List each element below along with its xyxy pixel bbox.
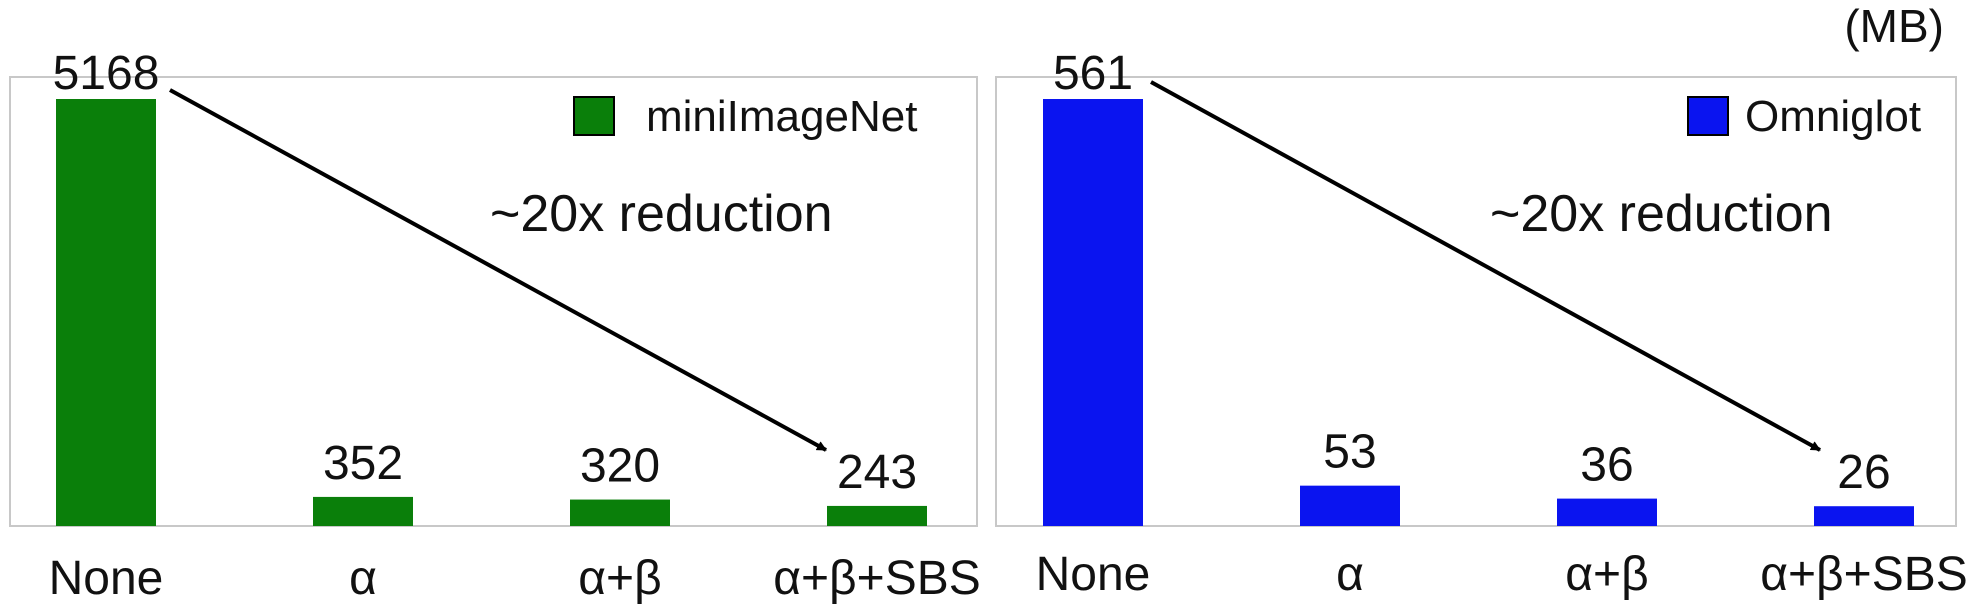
- value-label: 352: [323, 437, 403, 490]
- value-labels-group: 561 53 36 26: [1053, 47, 1891, 499]
- bar: [56, 99, 156, 526]
- value-label: 5168: [53, 47, 160, 100]
- tick-labels-group: None α α+β α+β+SBS: [1036, 548, 1966, 601]
- value-label: 53: [1323, 426, 1376, 479]
- reduction-annotation: ~20x reduction: [1490, 185, 1833, 243]
- tick-label: α+β: [1565, 548, 1648, 601]
- legend-swatch: [573, 96, 615, 136]
- value-label: 36: [1580, 439, 1633, 492]
- reduction-arrow: [1150, 80, 1821, 452]
- value-label: 561: [1053, 47, 1133, 100]
- bar: [827, 505, 927, 526]
- panel-omniglot: 561 53 36 26 None α α+β α+β+SBS Omniglot ~20x …: [995, 47, 1966, 601]
- reduction-arrow: [169, 88, 827, 452]
- legend: Omniglot: [1687, 92, 1921, 141]
- unit-label: (MB): [1844, 0, 1944, 52]
- value-labels-group: 5168 352 320 243: [53, 47, 917, 499]
- legend-label: Omniglot: [1745, 92, 1921, 141]
- tick-label: α+β+SBS: [1760, 548, 1966, 601]
- panel-miniimagenet: 5168 352 320 243 None α α+β α+β+SBS miniImageN…: [9, 47, 981, 605]
- value-label: 320: [580, 440, 660, 493]
- bar: [1043, 99, 1143, 526]
- bar: [1557, 498, 1657, 526]
- bars-group: [56, 99, 927, 526]
- tick-label: α+β: [578, 552, 661, 605]
- legend-label: miniImageNet: [646, 92, 917, 141]
- value-label: 243: [837, 446, 917, 499]
- tick-label: α+β+SBS: [773, 552, 980, 605]
- tick-label: α: [349, 552, 377, 605]
- bar: [1300, 485, 1400, 526]
- reduction-annotation: ~20x reduction: [490, 185, 833, 243]
- legend-swatch: [1687, 96, 1729, 136]
- bar: [313, 496, 413, 526]
- tick-label: α: [1336, 548, 1364, 601]
- plot-frame: [9, 76, 978, 527]
- bars-group: [1043, 99, 1914, 526]
- tick-labels-group: None α α+β α+β+SBS: [49, 552, 981, 605]
- bar: [1814, 506, 1914, 526]
- plot-frame: [995, 76, 1957, 527]
- value-label: 26: [1837, 446, 1890, 499]
- tick-label: None: [49, 552, 164, 605]
- legend: miniImageNet: [573, 92, 917, 141]
- tick-label: None: [1036, 548, 1151, 601]
- bar: [570, 499, 670, 526]
